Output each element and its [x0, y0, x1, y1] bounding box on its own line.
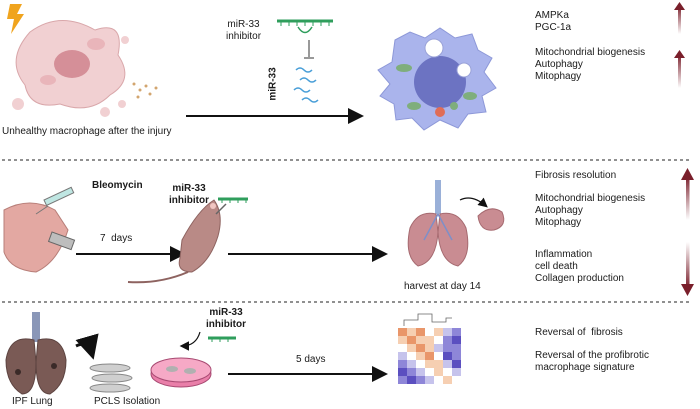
heatmap-cell	[398, 368, 407, 376]
curved-arrow-3	[179, 331, 201, 351]
heatmap-cell	[416, 328, 425, 336]
lung-tissue-piece-icon	[477, 208, 505, 231]
heatmap-cell	[443, 368, 452, 376]
heatmap-cell	[425, 376, 434, 384]
heatmap-cell	[443, 352, 452, 360]
heatmap-cell	[425, 336, 434, 344]
heatmap-cell	[434, 376, 443, 384]
ipf-lung-icon	[5, 312, 67, 395]
mir33-strands-icon	[293, 67, 319, 103]
healthy-macrophage-icon	[377, 27, 497, 131]
heatmap-cell	[452, 328, 461, 336]
mir33-target-label: miR-33	[267, 67, 279, 101]
heatmap-cell	[398, 344, 407, 352]
heatmap-cell	[425, 328, 434, 336]
mir33-inhibitor-icon-3	[208, 336, 236, 342]
heatmap-cell	[425, 360, 434, 368]
heatmap-cell	[407, 376, 416, 384]
heatmap-cell	[452, 352, 461, 360]
heatmap-cell	[443, 360, 452, 368]
heatmap-cell	[452, 344, 461, 352]
bleomycin-injection-icon	[3, 186, 76, 273]
pcls-slices-icon	[89, 363, 133, 393]
petri-dish-icon	[150, 357, 212, 388]
heatmap-cell	[434, 360, 443, 368]
heatmap-cell	[425, 352, 434, 360]
panel2-up-group1: Fibrosis resolution	[535, 170, 617, 181]
pcls-label: PCLS Isolation	[94, 396, 161, 407]
heatmap-cell	[416, 368, 425, 376]
panel3-outcome1: Reversal of fibrosis	[535, 327, 623, 338]
heatmap-cell	[407, 368, 416, 376]
inhibition-symbol	[304, 40, 314, 59]
heatmap-cell	[407, 360, 416, 368]
upregulation-arrow-2	[674, 50, 685, 88]
heatmap-cell	[398, 376, 407, 384]
heatmap-cell	[398, 360, 407, 368]
heatmap-cell	[416, 336, 425, 344]
heatmap-cell	[416, 360, 425, 368]
curved-arrow-2	[75, 333, 99, 360]
curved-arrow-1	[459, 197, 488, 208]
panel2-interval-label: 7 days	[100, 233, 133, 244]
heatmap-cell	[425, 344, 434, 352]
heatmap-cell	[443, 328, 452, 336]
heatmap-cell	[452, 376, 461, 384]
mir33-inhibitor-icon	[277, 19, 333, 34]
heatmap-cell	[407, 336, 416, 344]
ipf-lung-label: IPF Lung	[12, 396, 53, 407]
heatmap-cell	[398, 328, 407, 336]
heatmap-cell	[425, 368, 434, 376]
heatmap-cell	[443, 376, 452, 384]
heatmap-cell	[452, 360, 461, 368]
heatmap-cell	[398, 352, 407, 360]
heatmap-cell	[434, 328, 443, 336]
heatmap-cell	[434, 368, 443, 376]
mouse-lung-icon	[407, 180, 469, 267]
harvest-label: harvest at day 14	[404, 281, 481, 292]
heatmap-cell	[434, 336, 443, 344]
downregulation-arrow	[681, 242, 694, 296]
heatmap-cell	[443, 336, 452, 344]
heatmap-icon	[398, 313, 461, 384]
heatmap-cell	[407, 328, 416, 336]
heatmap-cell	[434, 352, 443, 360]
unhealthy-macrophage-icon	[12, 20, 129, 117]
debris-dots	[132, 82, 158, 99]
upregulation-arrow-1	[674, 2, 685, 34]
heatmap-cell	[416, 376, 425, 384]
heatmap-cell	[416, 344, 425, 352]
heatmap-cell	[398, 336, 407, 344]
heatmap-cell	[434, 344, 443, 352]
heatmap-cell	[443, 344, 452, 352]
upregulation-arrow-3	[681, 168, 694, 220]
lightning-icon	[7, 4, 24, 34]
mouse-icon	[127, 199, 221, 284]
bleomycin-label: Bleomycin	[92, 180, 143, 191]
heatmap-cell	[407, 344, 416, 352]
heatmap-cell	[452, 336, 461, 344]
heatmap-cell	[452, 368, 461, 376]
mir33-inhibitor-icon-2	[215, 197, 248, 215]
panel3-interval-label: 5 days	[296, 354, 326, 365]
heatmap-cell	[416, 352, 425, 360]
heatmap-cell	[407, 352, 416, 360]
panel1-caption: Unhealthy macrophage after the injury	[2, 126, 172, 137]
